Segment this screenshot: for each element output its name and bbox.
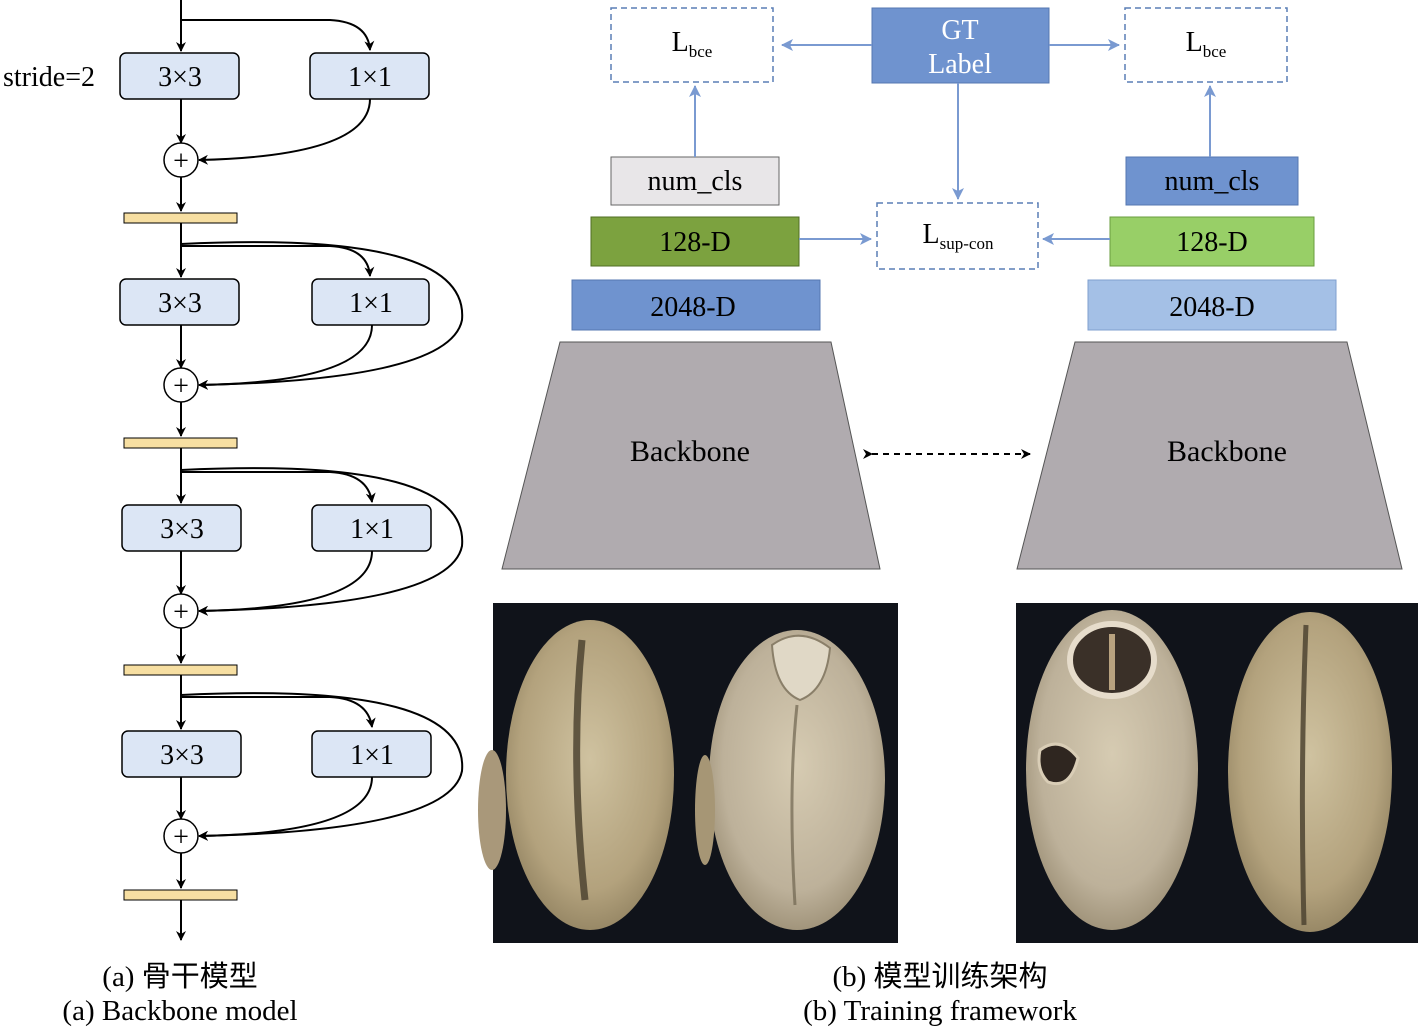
batchnorm-bar [123, 889, 238, 901]
conv3x3-label: 3×3 [160, 740, 204, 771]
add-symbol: + [173, 597, 189, 628]
add-symbol: + [173, 146, 189, 177]
gt-label-line2: Label [928, 49, 992, 80]
num-cls-right-label: num_cls [1165, 166, 1260, 197]
backbone-left-trapezoid [501, 341, 881, 570]
backbone-left-label: Backbone [630, 435, 750, 468]
grain-sample [506, 620, 674, 930]
identity-skip-arrow [180, 241, 464, 390]
grain-image-right [1016, 603, 1418, 943]
loss-bce-right-label: Lbce [1186, 27, 1227, 61]
caption-b: (b) 模型训练架构 (b) Training framework [760, 960, 1120, 1028]
add-symbol: + [173, 371, 189, 402]
batchnorm-bar [123, 437, 238, 449]
conv1x1-block [311, 278, 430, 326]
loss-bce-left-label: Lbce [672, 27, 713, 61]
conv3x3-label: 3×3 [160, 514, 204, 545]
caption-a-cn: (a) 骨干模型 [102, 961, 258, 993]
feat-2048-right-box [1087, 279, 1337, 331]
conv3x3-block [119, 278, 240, 326]
backbone-right-trapezoid [1016, 341, 1403, 570]
shortcut-merge-arrow [198, 550, 373, 616]
stride-label: stride=2 [3, 62, 95, 93]
loss-supcon-box [876, 202, 1039, 270]
conv1x1-label: 1×1 [350, 514, 394, 545]
loss-bce-left-box [610, 7, 774, 83]
feat-128-right-label: 128-D [1176, 227, 1248, 258]
add-symbol: + [173, 822, 189, 853]
loss-supcon-label: Lsup-con [923, 219, 994, 253]
feat-2048-left-label: 2048-D [650, 292, 736, 323]
grain-sample [1026, 610, 1198, 930]
conv1x1-label: 1×1 [349, 288, 393, 319]
num-cls-left-label: num_cls [648, 166, 743, 197]
conv1x1-label: 1×1 [350, 740, 394, 771]
feat-2048-left-box [571, 279, 821, 331]
conv3x3-label: 3×3 [158, 288, 202, 319]
feat-128-left-label: 128-D [659, 227, 731, 258]
caption-a-en: (a) Backbone model [62, 995, 298, 1027]
backbone-model-diagram: stride=2 3×3 1×1 + 3×3 1×1 + [3, 0, 464, 941]
residual-block-4: 3×3 1×1 + [121, 675, 464, 941]
conv3x3-block [119, 52, 240, 100]
caption-b-en: (b) Training framework [803, 995, 1077, 1027]
gt-label-box [871, 7, 1050, 84]
grain-sample [1228, 612, 1392, 932]
batchnorm-bar [123, 664, 238, 676]
feat-2048-right-label: 2048-D [1169, 292, 1255, 323]
caption-b-cn: (b) 模型训练架构 [832, 961, 1048, 993]
residual-block-3: 3×3 1×1 + [121, 448, 464, 676]
num-cls-right-box [1125, 156, 1299, 206]
residual-block-1: 3×3 1×1 + [119, 52, 430, 224]
shortcut-arrow [181, 245, 375, 277]
loss-bce-right-box [1124, 7, 1288, 83]
shortcut-merge-arrow [198, 324, 373, 390]
shortcut-arrow [181, 19, 375, 51]
conv3x3-label: 3×3 [158, 62, 202, 93]
shortcut-arrow [181, 696, 376, 728]
gt-label-line1: GT [941, 15, 978, 46]
feat-128-left-box [590, 216, 800, 267]
shortcut-merge-arrow [198, 776, 373, 841]
identity-skip-arrow [180, 692, 464, 841]
num-cls-left-box [610, 156, 780, 206]
grain-sample [709, 630, 885, 930]
conv1x1-label: 1×1 [348, 62, 392, 93]
backbone-right-label: Backbone [1167, 435, 1287, 468]
residual-block-2: 3×3 1×1 + [119, 223, 464, 449]
feat-128-right-box [1109, 216, 1315, 267]
identity-skip-arrow [180, 467, 464, 616]
training-framework-diagram: GT Label Lbce Lbce Lsup-con num_cls num_… [478, 7, 1418, 943]
caption-a: (a) 骨干模型 (a) Backbone model [20, 960, 340, 1028]
grain-image-left [478, 603, 898, 943]
batchnorm-bar [123, 212, 238, 224]
shortcut-merge-arrow [198, 98, 371, 165]
shortcut-arrow [181, 471, 376, 503]
